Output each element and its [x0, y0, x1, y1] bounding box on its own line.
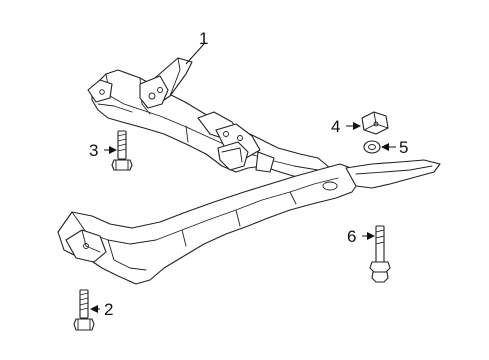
- callout-1: 1: [185, 29, 208, 65]
- callout-4-label: 4: [331, 117, 340, 136]
- bolt-part-2: [73, 289, 95, 331]
- callout-4-arrowhead: [353, 122, 361, 130]
- callout-2: 2: [90, 300, 113, 319]
- frame-mid-brackets: [197, 111, 275, 173]
- callout-4: 4: [331, 117, 361, 136]
- frame-lower-left-mount: [65, 229, 107, 263]
- frame-right-arm: [345, 159, 441, 189]
- callout-5: 5: [381, 138, 408, 157]
- frame-lower-rail: [57, 163, 361, 285]
- bolt-part-6: [369, 225, 391, 283]
- callout-2-arrowhead: [90, 305, 98, 313]
- callout-5-arrowhead: [381, 143, 389, 151]
- frame-upper-left-plate: [87, 79, 113, 103]
- bolt-part-3: [111, 130, 133, 171]
- callout-3: 3: [89, 141, 117, 160]
- nut-part-4: [361, 111, 389, 135]
- callout-2-label: 2: [104, 300, 113, 319]
- washer-part-5: [363, 140, 381, 154]
- frame-bracket-tower: [139, 57, 193, 109]
- callout-1-label: 1: [199, 29, 208, 48]
- callout-6: 6: [347, 227, 375, 246]
- callout-6-label: 6: [347, 227, 356, 246]
- callout-1-leader: [185, 43, 205, 65]
- callout-5-label: 5: [399, 138, 408, 157]
- callout-6-arrowhead: [367, 232, 375, 240]
- callout-3-arrowhead: [109, 146, 117, 154]
- callout-3-label: 3: [89, 141, 98, 160]
